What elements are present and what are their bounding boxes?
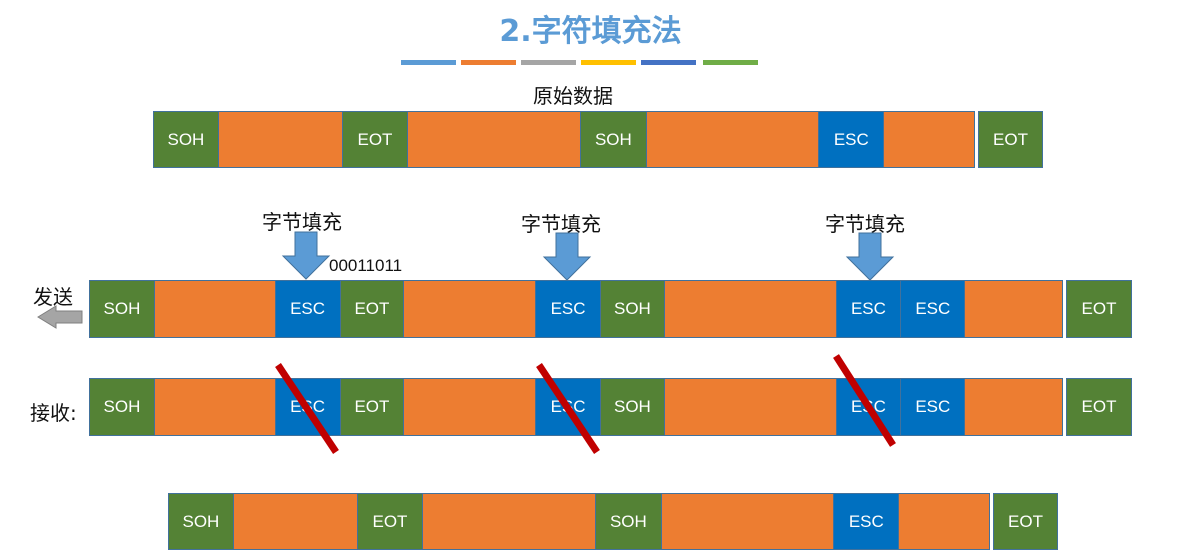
soh-cell: SOH [90,379,155,435]
stuffing-label-3: 字节填充 [825,212,905,236]
data-cell [423,494,596,549]
received-trailer-eot: EOT [1066,378,1132,436]
title-stripe [703,60,758,65]
result-trailer-eot: EOT [993,493,1058,550]
data-cell [218,112,343,167]
esc-cell: ESC [536,281,601,337]
soh-cell: SOH [154,112,219,167]
receive-label: 接收: [30,401,77,425]
data-cell [664,281,837,337]
stuffing-label-2: 字节填充 [521,212,601,236]
data-cell [664,379,837,435]
strike-mark [833,354,896,447]
eot-cell: EOT [340,379,405,435]
down-arrow-icon [845,232,895,281]
original-trailer-eot: EOT [978,111,1043,168]
received-frame: SOH ESC EOT ESC SOH ESC ESC [89,378,1063,436]
esc-cell: ESC [275,281,341,337]
data-cell [965,281,1063,337]
esc-cell: ESC [901,379,966,435]
eot-cell: EOT [340,281,405,337]
data-cell [233,494,358,549]
soh-cell: SOH [595,494,662,549]
esc-binary-code: 00011011 [329,256,403,275]
soh-cell: SOH [600,281,665,337]
esc-cell: ESC [836,281,902,337]
data-cell [404,379,537,435]
eot-cell: EOT [342,112,409,167]
data-cell [646,112,820,167]
data-cell [899,494,990,549]
soh-cell: SOH [600,379,665,435]
soh-cell: SOH [169,494,234,549]
soh-cell: SOH [90,281,155,337]
send-arrow-icon [37,305,83,329]
strike-mark [275,363,339,454]
data-cell [404,281,537,337]
title-stripe [401,60,456,65]
send-label: 发送 [33,285,73,309]
original-frame: SOH EOT SOH ESC [153,111,975,168]
title-stripe [521,60,576,65]
data-cell [154,379,276,435]
esc-cell: ESC [819,112,885,167]
esc-cell: ESC [901,281,966,337]
data-cell [884,112,975,167]
sent-frame: SOH ESC EOT ESC SOH ESC ESC [89,280,1063,338]
eot-cell: EOT [357,494,424,549]
esc-cell: ESC [834,494,900,549]
data-cell [661,494,835,549]
title-stripe [461,60,516,65]
down-arrow-icon [542,232,592,281]
soh-cell: SOH [580,112,647,167]
slide-title: 2.字符填充法 [499,14,682,49]
title-stripe [581,60,636,65]
data-cell [154,281,276,337]
original-data-label: 原始数据 [533,84,613,108]
data-cell [408,112,581,167]
sent-trailer-eot: EOT [1066,280,1132,338]
result-frame: SOH EOT SOH ESC [168,493,990,550]
stuffing-label-1: 字节填充 [262,210,342,234]
down-arrow-icon [281,231,331,280]
data-cell [965,379,1063,435]
strike-mark [536,363,600,454]
title-stripe [641,60,696,65]
